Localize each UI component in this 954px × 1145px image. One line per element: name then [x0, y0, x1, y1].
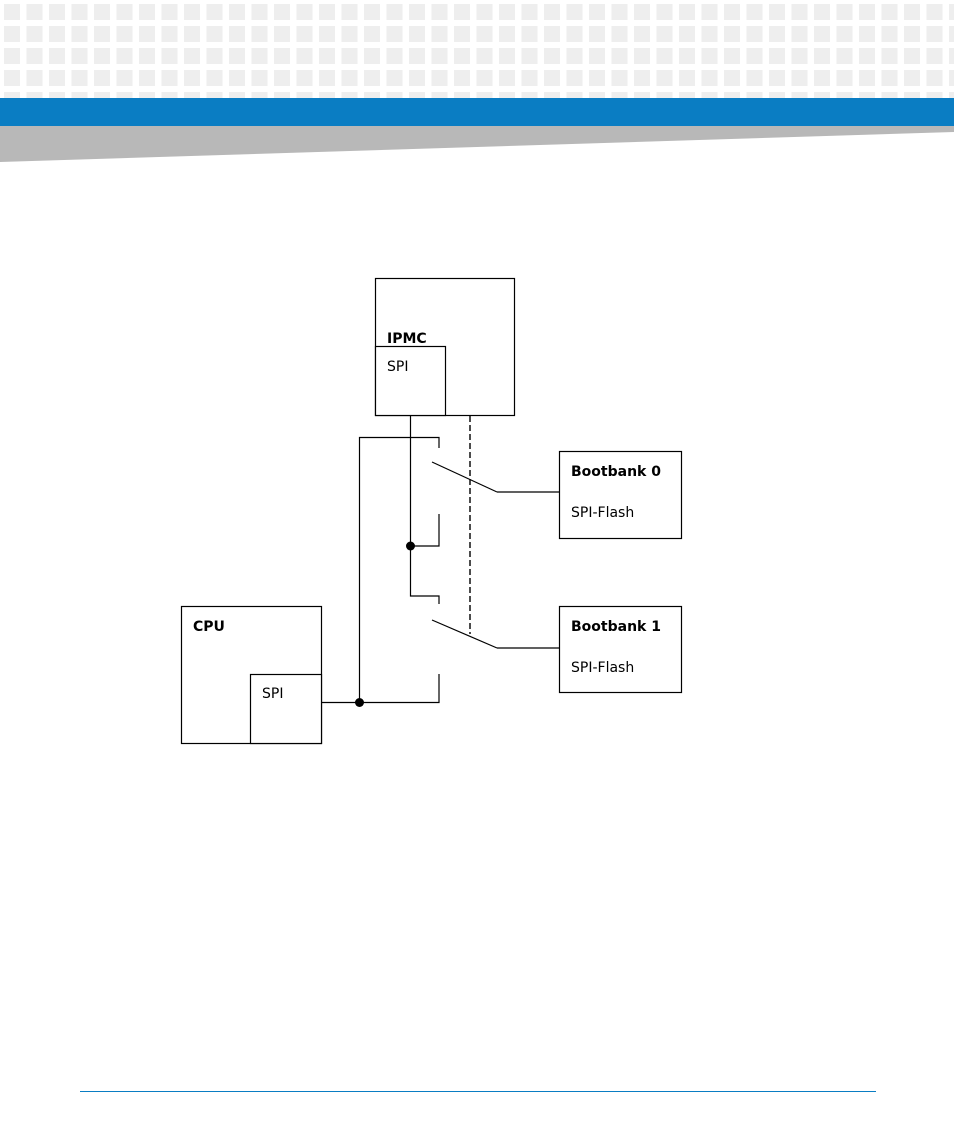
junction-dot-ipmc	[406, 542, 415, 551]
ipmc-spi-box	[376, 347, 446, 416]
bootbank0-subtitle: SPI-Flash	[571, 505, 634, 521]
cpu-spi-label: SPI	[262, 686, 283, 702]
ipmc-label: IPMC	[387, 331, 427, 347]
cpu-label: CPU	[193, 619, 225, 635]
footer-rule	[80, 1091, 876, 1092]
cpu-spi-box	[251, 675, 322, 744]
bus-lines	[322, 416, 560, 703]
bootbank1-subtitle: SPI-Flash	[571, 660, 634, 676]
bootbank1-title: Bootbank 1	[571, 619, 661, 635]
ipmc-spi-label: SPI	[387, 359, 408, 375]
bootbank0-title: Bootbank 0	[571, 464, 661, 480]
junction-dot-cpu	[355, 698, 364, 707]
